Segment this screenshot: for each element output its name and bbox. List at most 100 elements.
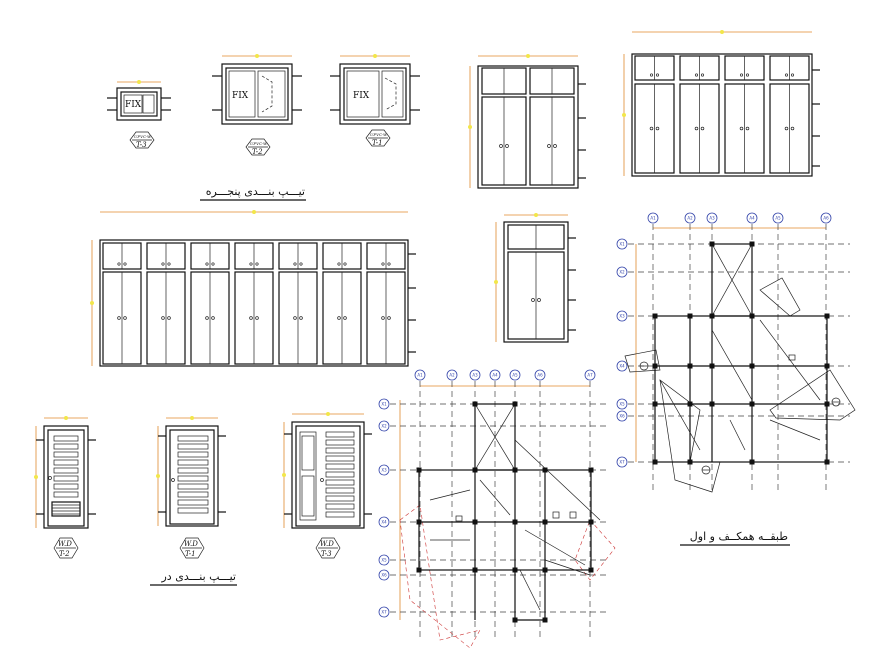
- grid-bubble: [616, 410, 628, 422]
- door-slat: [325, 487, 355, 494]
- knob: [790, 73, 795, 77]
- grid-bubble: [378, 420, 390, 432]
- door-tag-type: T-2: [59, 550, 70, 558]
- knob: [784, 73, 789, 77]
- knob: [249, 262, 253, 266]
- structural-column: [542, 617, 548, 623]
- grid-bubble: [534, 369, 546, 381]
- door-slat: [325, 455, 355, 462]
- knob: [739, 73, 744, 77]
- window-tag-code: UPVC-W: [134, 134, 152, 139]
- door-slat: [325, 463, 355, 470]
- structural-column: [652, 401, 658, 407]
- grid-label: X2: [619, 270, 625, 275]
- window-t3: FIX UPVC-W T-3: [107, 80, 171, 149]
- structural-column: [652, 313, 658, 319]
- grid-label: A7: [587, 373, 593, 378]
- grid-bubble: [489, 369, 501, 381]
- structural-column: [749, 313, 755, 319]
- knob: [205, 262, 209, 266]
- structural-column: [687, 401, 693, 407]
- structural-column: [416, 519, 422, 525]
- knob: [167, 316, 171, 320]
- structural-column: [542, 467, 548, 473]
- grid-label: A3: [709, 216, 715, 221]
- structural-column: [749, 363, 755, 369]
- grid-bubble: [446, 369, 458, 381]
- grid-bubble: [584, 369, 596, 381]
- knob: [117, 262, 121, 266]
- fix-label: FIX: [232, 91, 249, 101]
- knob: [655, 73, 660, 77]
- knob: [387, 262, 391, 266]
- knob: [337, 316, 341, 320]
- knob: [249, 316, 253, 320]
- grid-label: X4: [381, 520, 387, 525]
- door-slat: [177, 459, 209, 466]
- structural-column: [709, 401, 715, 407]
- structural-column: [472, 401, 478, 407]
- grid-bubble: [616, 238, 628, 250]
- grid-label: X3: [619, 314, 625, 319]
- knob: [694, 126, 699, 131]
- knob: [790, 126, 795, 131]
- grid-label: X2: [381, 424, 387, 429]
- door-slat: [177, 499, 209, 506]
- door-slat: [325, 511, 355, 518]
- grid-bubble: [772, 212, 784, 224]
- knob: [293, 316, 297, 320]
- door-tag-code: W.D: [320, 540, 334, 548]
- structural-column: [512, 401, 518, 407]
- grid-label: X5: [381, 558, 387, 563]
- door-slat: [53, 443, 79, 450]
- cabinet-elevation-4bay: [622, 30, 820, 177]
- window-schedule-title: تیـــپ بنـــدی پنجـــره: [206, 185, 305, 198]
- window-tag-type: T-2: [252, 148, 263, 156]
- window-tag-code: UPVC-W: [250, 141, 268, 146]
- grid-label: X7: [619, 460, 625, 465]
- grid-bubble: [378, 464, 390, 476]
- structural-column: [687, 363, 693, 369]
- grid-bubble: [414, 369, 426, 381]
- grid-bubble: [616, 266, 628, 278]
- structural-column: [652, 363, 658, 369]
- cabinet-elevation-2bay: [468, 54, 586, 189]
- door-t2: W.D T-2: [34, 416, 96, 559]
- grid-bubble: [616, 310, 628, 322]
- cabinet-elevation-1bay: [494, 213, 576, 343]
- grid-label: A4: [749, 216, 755, 221]
- grid-label: A5: [512, 373, 518, 378]
- grid-label: X1: [619, 242, 625, 247]
- cabinet-elevation-7bay: [90, 210, 416, 367]
- knob: [700, 126, 705, 131]
- knob: [381, 262, 385, 266]
- window-tag-code: UPVC-W: [370, 132, 388, 137]
- grid-bubble: [378, 554, 390, 566]
- grid-label: A3: [472, 373, 478, 378]
- structural-column: [416, 467, 422, 473]
- grid-label: X3: [381, 468, 387, 473]
- door-tag-type: T-1: [185, 550, 196, 558]
- structural-column: [416, 567, 422, 573]
- knob: [117, 316, 121, 320]
- door-t3: W.D T-3: [282, 412, 372, 559]
- door-slat: [53, 491, 79, 498]
- structural-column: [824, 313, 830, 319]
- knob: [649, 73, 654, 77]
- grid-label: A2: [449, 373, 455, 378]
- grid-label: A6: [537, 373, 543, 378]
- fix-label: FIX: [353, 91, 370, 101]
- door-slat: [53, 475, 79, 482]
- knob: [167, 262, 171, 266]
- structural-column: [542, 567, 548, 573]
- door-slat: [177, 451, 209, 458]
- window-t1: FIX UPVC-W T-1: [330, 54, 420, 147]
- structural-column: [512, 519, 518, 525]
- knob: [255, 316, 259, 320]
- door-slat: [177, 507, 209, 514]
- knob: [343, 316, 347, 320]
- structural-column: [472, 467, 478, 473]
- window-t2: FIX UPVC-W T-2: [212, 54, 302, 156]
- door-slat: [325, 447, 355, 454]
